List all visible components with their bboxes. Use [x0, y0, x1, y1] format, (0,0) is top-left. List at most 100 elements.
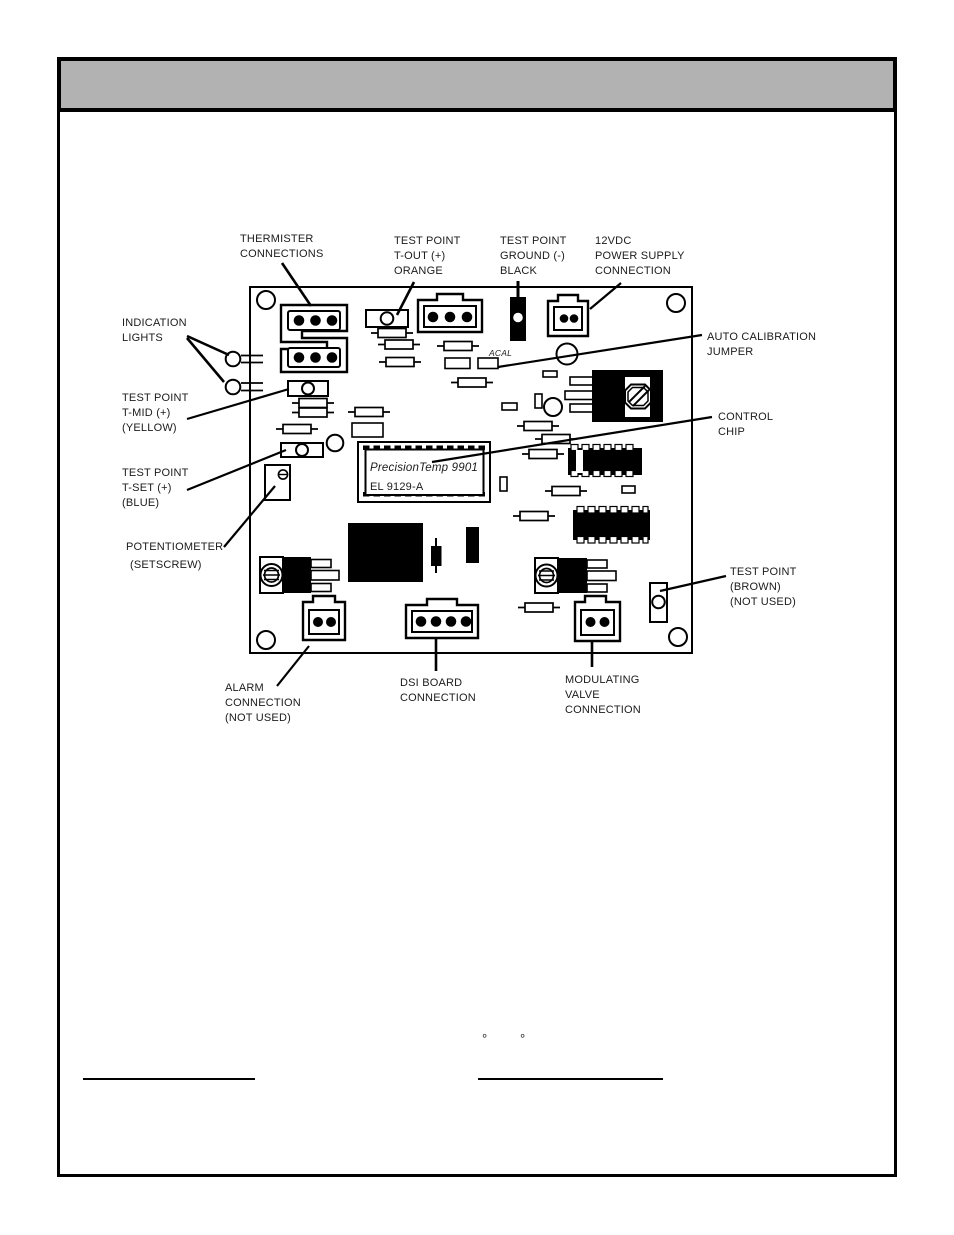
pad [621, 485, 636, 494]
svg-text:TEST POINT: TEST POINT [122, 467, 189, 479]
label-test-point-tset: TEST POINT T-SET (+) (BLUE) [122, 467, 189, 509]
power-supply-connector [546, 293, 590, 338]
label-test-point-tmid: TEST POINT T-MID (+) (YELLOW) [122, 392, 189, 434]
resistor [512, 510, 556, 522]
svg-text:INDICATION: INDICATION [122, 317, 187, 329]
test-point-tmid [287, 380, 329, 397]
chip-part-text: EL 9129-A [370, 481, 424, 493]
transformer-block [348, 523, 423, 582]
acal-jumper [477, 357, 499, 370]
resistor [275, 423, 319, 435]
svg-text:T-MID (+): T-MID (+) [122, 407, 171, 419]
mounting-hole [256, 630, 276, 650]
thermistor-connector [279, 303, 349, 374]
svg-text:ORANGE: ORANGE [394, 265, 443, 277]
resistor [436, 340, 480, 352]
test-point-brown [649, 582, 668, 623]
jumper-pad [444, 357, 471, 370]
resistor [516, 420, 560, 432]
svg-text:(BLUE): (BLUE) [122, 497, 159, 509]
label-potentiometer: POTENTIOMETER (SETSCREW) [126, 541, 223, 571]
component-outline [351, 422, 384, 438]
indication-light-leds [224, 350, 263, 396]
pad [501, 402, 518, 411]
svg-text:POWER SUPPLY: POWER SUPPLY [595, 250, 685, 262]
acal-text: ACAL [488, 348, 512, 358]
screw-head-icon [624, 383, 652, 410]
header-title-bar [57, 57, 897, 112]
resistor [450, 377, 494, 388]
led-icon [224, 350, 242, 368]
screw-head-icon [534, 563, 559, 588]
pad [542, 370, 558, 378]
svg-text:TEST POINT: TEST POINT [122, 392, 189, 404]
chip-name-text: PrecisionTemp 9901 [370, 462, 478, 474]
svg-text:(SETSCREW): (SETSCREW) [130, 559, 202, 571]
label-12vdc-power: 12VDC POWER SUPPLY CONNECTION [595, 235, 685, 277]
svg-text:(NOT USED): (NOT USED) [225, 712, 291, 724]
svg-text:CHIP: CHIP [718, 426, 745, 438]
label-test-point-brown: TEST POINT (BROWN) (NOT USED) [730, 566, 797, 608]
mounting-hole [666, 293, 686, 313]
svg-text:CONNECTION: CONNECTION [595, 265, 671, 277]
label-dsi-board: DSI BOARD CONNECTION [400, 677, 476, 704]
resistor [377, 339, 421, 350]
svg-text:GROUND (-): GROUND (-) [500, 250, 565, 262]
pad [499, 476, 508, 492]
svg-text:CONNECTION: CONNECTION [400, 692, 476, 704]
svg-text:BLACK: BLACK [500, 265, 538, 277]
svg-text:VALVE: VALVE [565, 689, 600, 701]
label-indication-lights: INDICATION LIGHTS [122, 317, 187, 344]
test-point-tout [365, 309, 409, 328]
dip-ic [573, 505, 650, 544]
svg-text:THERMISTER: THERMISTER [240, 233, 314, 245]
alarm-connector [301, 594, 347, 642]
svg-text:T-SET (+): T-SET (+) [122, 482, 172, 494]
svg-text:TEST POINT: TEST POINT [730, 566, 797, 578]
label-modulating-valve: MODULATING VALVE CONNECTION [565, 674, 641, 716]
resistor [291, 407, 335, 418]
svg-text:T-OUT (+): T-OUT (+) [394, 250, 445, 262]
test-point-ground [510, 297, 526, 341]
control-chip: PrecisionTemp 9901 EL 9129-A [357, 441, 491, 503]
pad [534, 393, 543, 409]
dsi-board-connector [404, 597, 480, 640]
label-test-point-ground: TEST POINT GROUND (-) BLACK [500, 235, 567, 277]
callout-lines [186, 262, 727, 687]
label-alarm: ALARM CONNECTION (NOT USED) [225, 682, 301, 724]
svg-text:AUTO CALIBRATION: AUTO CALIBRATION [707, 331, 816, 343]
label-auto-calibration: AUTO CALIBRATION JUMPER [707, 331, 816, 358]
label-test-point-tout: TEST POINT T-OUT (+) ORANGE [394, 235, 461, 277]
svg-text:LIGHTS: LIGHTS [122, 332, 163, 344]
svg-text:TEST POINT: TEST POINT [500, 235, 567, 247]
transistor-right [534, 557, 617, 594]
transistor-left [259, 556, 340, 594]
screw-head-icon [259, 563, 284, 587]
capacitor [466, 527, 479, 563]
svg-text:(NOT USED): (NOT USED) [730, 596, 796, 608]
svg-text:ALARM: ALARM [225, 682, 264, 694]
board-hole [325, 433, 345, 453]
resistor [291, 397, 335, 409]
label-control-chip: CONTROL CHIP [718, 411, 773, 438]
resistor [517, 602, 561, 613]
mounting-hole [668, 627, 688, 647]
degree-symbol: ° [520, 1031, 525, 1046]
resistor [544, 485, 588, 497]
three-pin-connector [416, 292, 484, 334]
svg-text:CONTROL: CONTROL [718, 411, 773, 423]
svg-text:JUMPER: JUMPER [707, 346, 753, 358]
degree-symbol: ° [482, 1031, 487, 1046]
label-thermister: THERMISTER CONNECTIONS [240, 233, 323, 260]
svg-text:DSI BOARD: DSI BOARD [400, 677, 462, 689]
resistor [347, 406, 391, 418]
modulating-valve-connector [573, 594, 622, 643]
resistor [370, 327, 414, 339]
svg-text:CONNECTION: CONNECTION [565, 704, 641, 716]
svg-text:12VDC: 12VDC [595, 235, 631, 247]
led-icon [224, 378, 242, 396]
svg-text:(BROWN): (BROWN) [730, 581, 781, 593]
svg-text:TEST POINT: TEST POINT [394, 235, 461, 247]
svg-text:POTENTIOMETER: POTENTIOMETER [126, 541, 223, 553]
